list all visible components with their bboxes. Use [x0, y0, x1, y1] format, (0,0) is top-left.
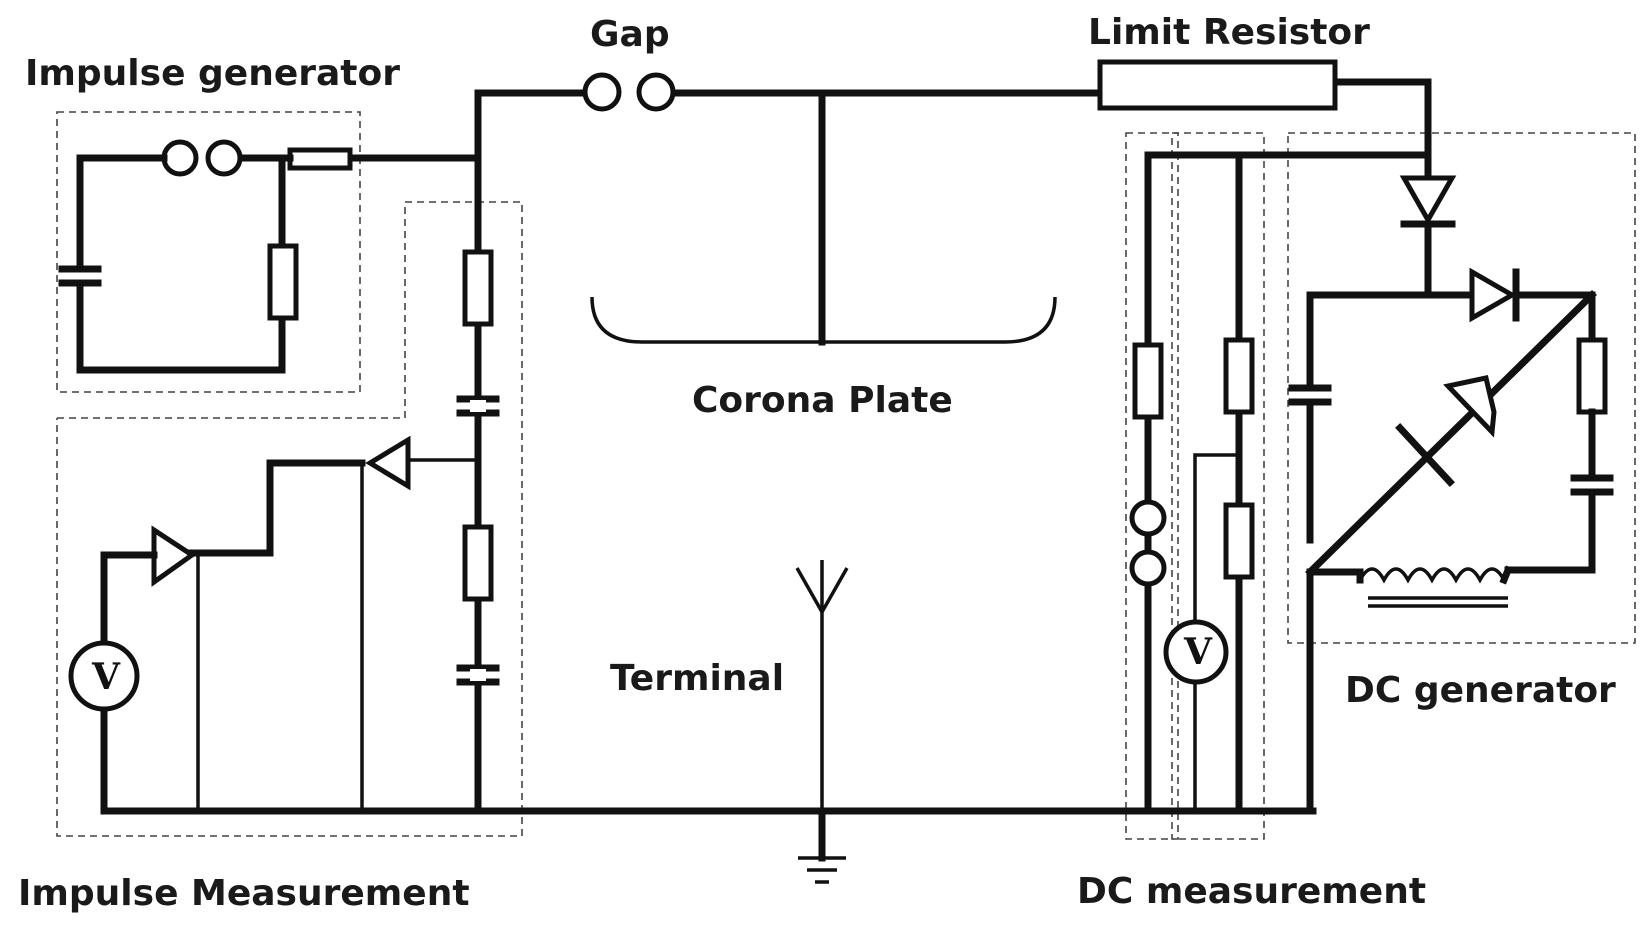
dc-measurement-label: DC measurement [1077, 871, 1426, 912]
gap-label: Gap [590, 14, 670, 55]
impulse-divider [456, 249, 500, 686]
dc-measurement-left-box [1125, 132, 1179, 840]
impulse-measurement-box [56, 201, 523, 837]
dc-generator-box [1287, 132, 1636, 644]
limit-resistor-label: Limit Resistor [1088, 12, 1370, 53]
dc-generator [1288, 175, 1614, 815]
impulse-voltmeter-letter: V [91, 656, 121, 698]
impulse-generator [58, 139, 482, 374]
dc-measurement-box [1171, 132, 1265, 840]
ground-symbol [798, 807, 846, 884]
terminal-antenna [795, 560, 849, 811]
gap-spheres [582, 72, 676, 112]
limit-resistor [1097, 59, 1338, 111]
corona-plate-label: Corona Plate [692, 380, 953, 421]
terminal-label: Terminal [610, 658, 784, 699]
impulse-generator-box [56, 111, 361, 393]
main-wiring [100, 78, 1432, 815]
impulse-measurement-label: Impulse Measurement [18, 873, 470, 914]
dc-generator-label: DC generator [1345, 670, 1616, 711]
dc-measurement: V [1129, 151, 1432, 815]
impulse-generator-label: Impulse generator [25, 53, 400, 94]
impulse-measurement: V [68, 435, 478, 815]
dc-voltmeter-letter: V [1183, 631, 1213, 673]
dc-voltmeter [1163, 619, 1229, 685]
impulse-voltmeter [68, 640, 140, 712]
corona-plate [590, 89, 1057, 346]
